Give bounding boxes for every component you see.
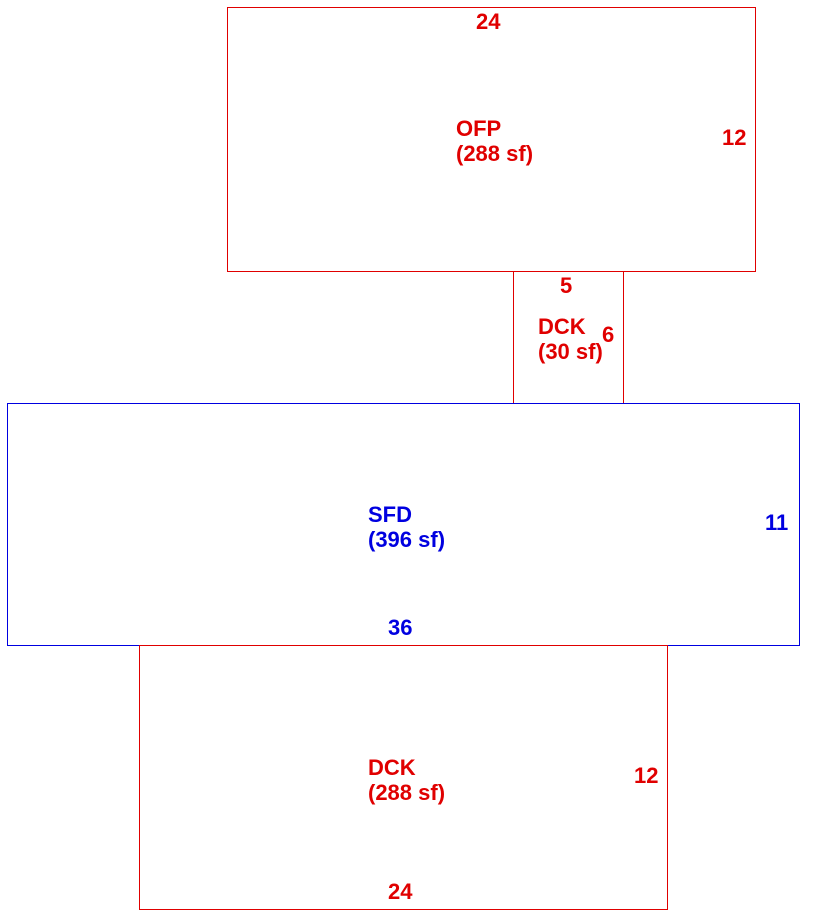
dck-large-area [139,645,668,910]
dck-small-area-label: (30 sf) [538,339,603,364]
sfd-code-label: SFD [368,502,412,527]
dck-small-side-dimension: 6 [602,322,615,347]
ofp-area [227,7,756,272]
dck-large-code-label: DCK [368,755,416,780]
sfd-side-dimension: 11 [765,510,789,535]
dck-small-top-dimension: 5 [560,273,573,298]
dck-large-bottom-dimension: 24 [388,879,413,904]
ofp-code-label: OFP [456,116,502,141]
sfd-bottom-dimension: 36 [388,615,413,640]
sfd-area-label: (396 sf) [368,527,446,552]
dck-small-code-label: DCK [538,314,586,339]
ofp-side-dimension: 12 [722,125,747,150]
dck-large-area-label: (288 sf) [368,780,446,805]
ofp-top-dimension: 24 [476,9,501,34]
dck-large-side-dimension: 12 [634,763,659,788]
ofp-area-label: (288 sf) [456,141,534,166]
